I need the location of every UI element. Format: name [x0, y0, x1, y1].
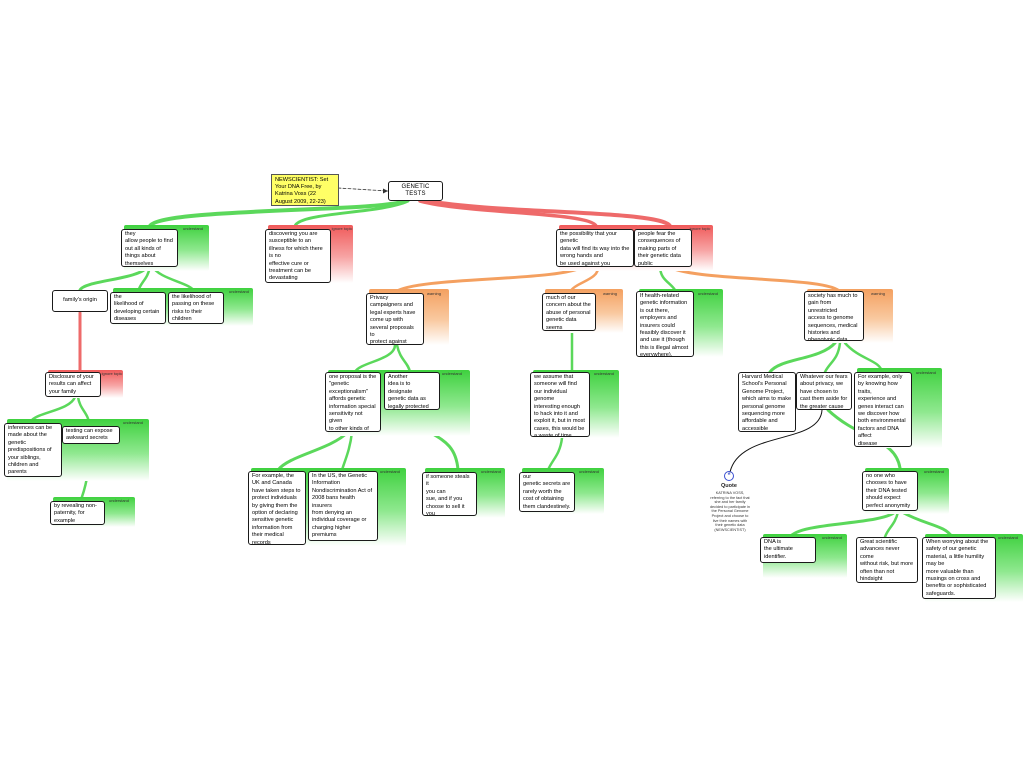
source-note: NEWSCIENTIST: Set Your DNA Free, by Katr… — [271, 174, 339, 206]
node-text: if someone steals it you can sue, and if… — [422, 472, 477, 516]
node-text: For example, the UK and Canada have take… — [248, 471, 306, 545]
node-text: we assume that someone will find our ind… — [530, 372, 590, 437]
warning-tag: warning — [426, 291, 441, 296]
link-proposal-us — [340, 430, 354, 472]
node-text: When worrying about the safety of our ge… — [922, 537, 996, 599]
note-arrowhead — [383, 188, 388, 194]
link-society-harvard — [768, 341, 837, 374]
node-text: much of our concern about the abuse of p… — [542, 293, 596, 331]
note-arrow — [337, 187, 389, 192]
link-root-susceptible — [293, 199, 410, 228]
node-text: the possibility that your genetic data w… — [556, 229, 634, 267]
understand-tag: understand — [441, 371, 462, 376]
understand-tag: understand — [923, 469, 944, 474]
node-text: DNA is the ultimate identifier. — [760, 537, 816, 563]
node-text: people fear the consequences of making p… — [634, 229, 692, 267]
quote-icon[interactable]: ❝ — [724, 471, 734, 481]
quote-text: KATRINA VOSS, referring to the fact that… — [709, 491, 751, 532]
understand-tag: understand — [997, 535, 1018, 540]
node-text: Privacy campaigners and legal experts ha… — [366, 293, 424, 345]
node-text: In the US, the Genetic Information Nondi… — [308, 471, 378, 541]
link-whatever-quote — [729, 409, 823, 473]
node-text: Harvard Medical School's Personal Genome… — [738, 372, 796, 432]
understand-tag: understand — [379, 469, 400, 474]
node-text: family's origin — [52, 290, 108, 312]
node-text: Another idea is to designate genetic dat… — [384, 372, 440, 410]
link-noone-great — [883, 510, 900, 539]
understand-tag: understand — [480, 469, 501, 474]
node-text: by revealing non- paternity, for example — [50, 501, 105, 525]
understand-tag: understand — [108, 498, 129, 503]
understand-tag: understand — [697, 291, 718, 296]
understand-tag: understand — [578, 469, 599, 474]
understand-tag: understand — [821, 535, 842, 540]
link-root-fear — [426, 199, 672, 228]
understand-tag: understand — [182, 226, 203, 231]
understand-tag: understand — [122, 420, 143, 425]
understand-tag: understand — [915, 370, 936, 375]
link-society-whatever — [823, 341, 842, 374]
node-text: discovering you are susceptible to an il… — [265, 229, 331, 283]
node-text: If health-related genetic information is… — [636, 291, 694, 357]
link-disclosure-inferences — [30, 395, 77, 422]
ignore-topic-tag: ignore topic — [689, 226, 711, 231]
root-topic-genetic-tests[interactable]: GENETIC TESTS — [388, 181, 443, 201]
node-text: Great scientific advances never come wit… — [856, 537, 918, 583]
node-text: the likelihood of passing on these risks… — [168, 292, 224, 324]
warning-tag: warning — [870, 291, 885, 296]
link-assume-secrets — [546, 436, 564, 472]
node-text: no one who chooses to have their DNA tes… — [862, 471, 918, 511]
quote-label: Quote — [721, 483, 737, 489]
node-text: Whatever our fears about privacy, we hav… — [796, 372, 852, 410]
node-text: one proposal is the "genetic exceptional… — [325, 372, 381, 432]
link-root-allow — [148, 199, 407, 228]
link-privacy-proposal — [353, 343, 397, 374]
warning-tag: warning — [602, 291, 617, 296]
understand-tag: understand — [593, 371, 614, 376]
node-text: our genetic secrets are rarely worth the… — [519, 472, 575, 512]
link-root-wrong — [418, 199, 598, 228]
node-text: they allow people to find out all kinds … — [121, 229, 178, 267]
ignore-topic-tag: ignore topic — [101, 371, 123, 376]
node-text: inferences can be made about the genetic… — [4, 423, 62, 477]
link-noone-dna — [788, 510, 897, 539]
ignore-topic-tag: ignore topic — [331, 226, 353, 231]
node-text: society has much to gain from unrestrict… — [804, 291, 864, 341]
link-proposal-uk — [276, 430, 350, 472]
node-text: Disclosure of your results can affect yo… — [45, 372, 101, 397]
link-privacy-another — [395, 343, 412, 374]
understand-tag: understand — [228, 289, 249, 294]
node-text: the likelihood of developing certain dis… — [110, 292, 166, 324]
node-text: For example, only by knowing how traits,… — [854, 372, 912, 447]
node-text: testing can expose awkward secrets — [62, 426, 120, 444]
